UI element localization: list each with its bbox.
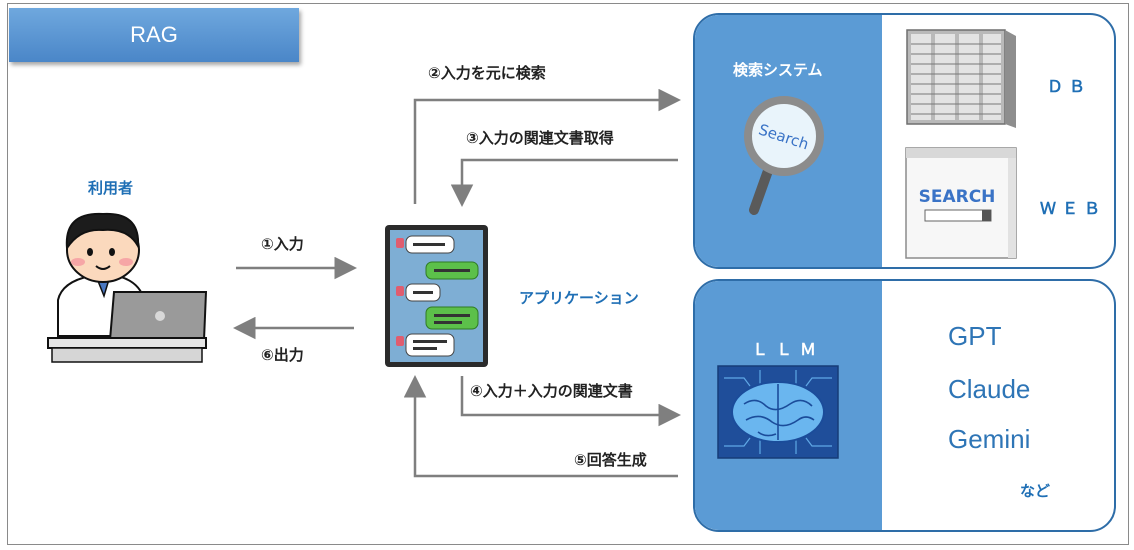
llm-label: ＬＬＭ xyxy=(752,340,825,359)
llm-panel-left xyxy=(695,281,882,530)
step-search-label: ②入力を元に検索 xyxy=(428,64,546,82)
llm-etc-label: など xyxy=(1020,482,1051,500)
web-label: ＷＥＢ xyxy=(1040,199,1107,218)
llm-model-claude: Claude xyxy=(948,374,1031,404)
search-system-label: 検索システム xyxy=(733,61,823,79)
llm-model-gpt: GPT xyxy=(948,321,1002,351)
step-combined-label: ④入力＋入力の関連文書 xyxy=(470,382,633,400)
step-input-label: ①入力 xyxy=(261,235,304,253)
application-label: アプリケーション xyxy=(519,289,639,307)
llm-model-gemini: Gemini xyxy=(948,424,1031,454)
search-system-panel: 検索システム ＤＢ ＷＥＢ xyxy=(693,13,1116,269)
db-label: ＤＢ xyxy=(1047,77,1092,96)
diagram-frame xyxy=(7,3,1129,545)
search-system-panel-left xyxy=(695,15,882,267)
user-label: 利用者 xyxy=(88,179,134,197)
step-output-label: ⑥出力 xyxy=(261,346,304,364)
llm-panel: ＬＬＭ GPT Claude Gemini など xyxy=(693,279,1116,532)
step-generate-label: ⑤回答生成 xyxy=(574,451,647,469)
step-retrieve-label: ③入力の関連文書取得 xyxy=(466,129,614,147)
diagram-title: RAG xyxy=(9,8,299,62)
